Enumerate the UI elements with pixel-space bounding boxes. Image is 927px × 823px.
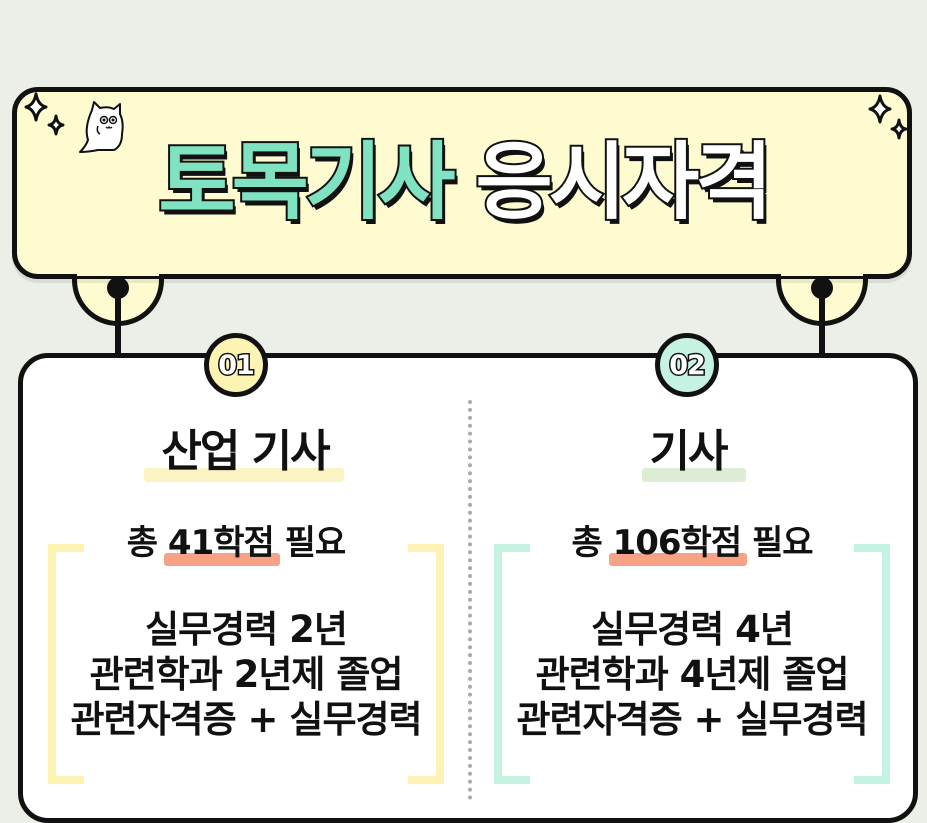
connector-dot-icon — [811, 277, 833, 299]
requirement-item: 실무경력 4년 — [591, 608, 794, 651]
bracket-frame-mint — [494, 544, 890, 784]
title-part-1: 토목기사 — [156, 133, 457, 231]
requirement-item: 실무경력 2년 — [145, 608, 348, 651]
banner-connector-fill-right — [781, 266, 863, 276]
requirements-list: 실무경력 4년 관련학과 4년제 졸업 관련자격증 + 실무경력 — [494, 607, 890, 742]
connector-stem-left — [115, 288, 121, 358]
title-banner — [12, 87, 912, 279]
sparkle-icon — [24, 92, 65, 136]
heading-highlight — [642, 468, 746, 482]
requirement-item: 관련자격증 + 실무경력 — [70, 698, 422, 741]
sparkle-icon — [868, 94, 908, 140]
requirement-item: 관련학과 4년제 졸업 — [535, 653, 850, 696]
column-heading-engineer: 기사 — [630, 430, 746, 482]
step-badge-01: 01 — [204, 333, 268, 397]
requirement-item: 관련학과 2년제 졸업 — [89, 653, 404, 696]
banner-connector-fill-left — [77, 266, 159, 276]
heading-highlight — [144, 468, 344, 482]
credits-underline — [163, 553, 280, 566]
connector-dot-icon — [107, 277, 129, 299]
cat-character-icon — [79, 101, 124, 153]
requirements-list: 실무경력 2년 관련학과 2년제 졸업 관련자격증 + 실무경력 — [48, 607, 444, 742]
title-part-2: 응시자격 — [473, 133, 774, 231]
total-credits: 총 106학점 필요 — [556, 526, 828, 566]
bracket-frame-yellow — [48, 544, 444, 784]
connector-stem-right — [819, 288, 825, 358]
column-heading-industrial-engineer: 산업 기사 — [140, 430, 350, 482]
requirement-item: 관련자격증 + 실무경력 — [516, 698, 868, 741]
total-credits: 총 41학점 필요 — [108, 526, 364, 566]
step-badge-02: 02 — [655, 333, 719, 397]
credits-underline — [608, 553, 748, 566]
column-divider — [468, 400, 472, 800]
